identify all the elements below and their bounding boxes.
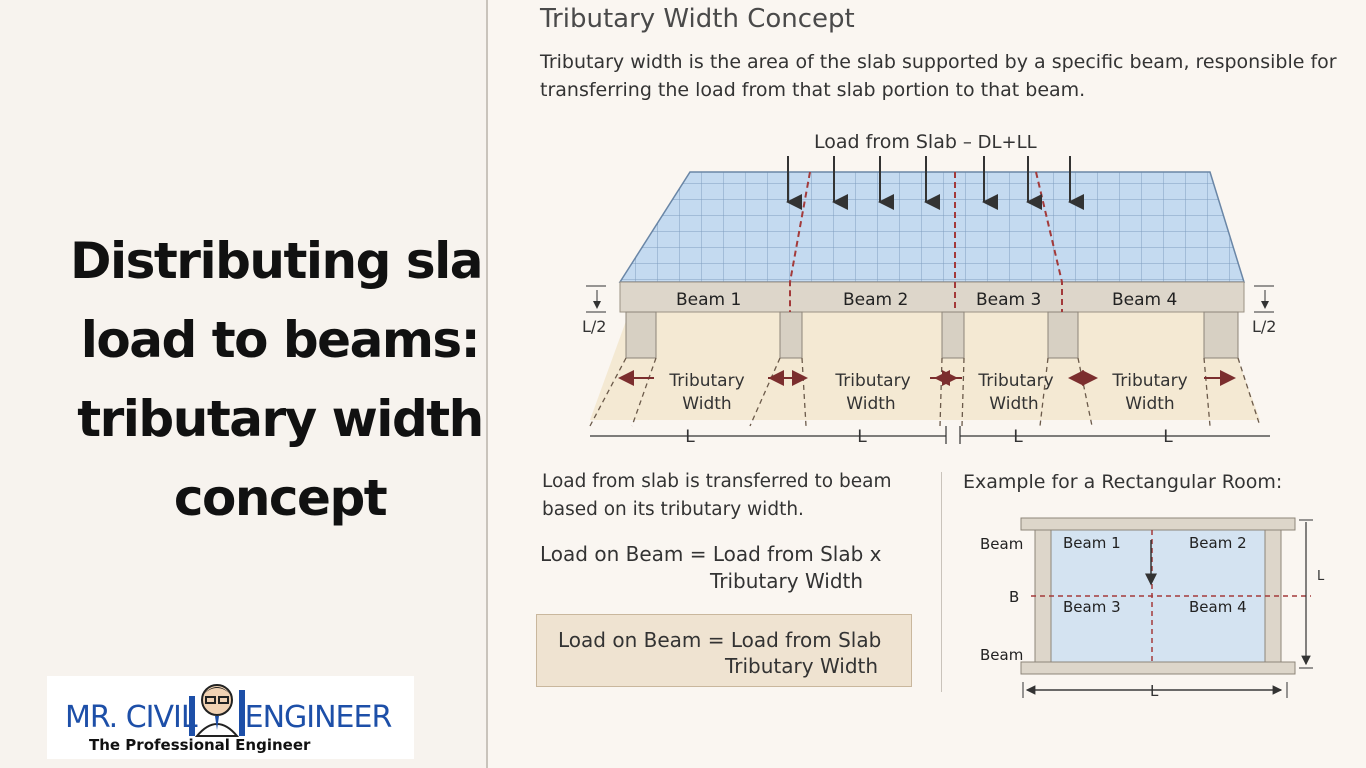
room-beam-label-bottom: Beam — [980, 646, 1023, 664]
room-cell-2: Beam 2 — [1189, 534, 1247, 552]
headline: Distributing slab load to beams: tributa… — [70, 222, 518, 538]
formula-line-2: Tributary Width — [710, 569, 864, 593]
headline-line-4: concept — [173, 469, 388, 527]
engineer-avatar-icon — [189, 684, 245, 737]
left-panel: Distributing slab load to beams: tributa… — [0, 0, 518, 768]
beam-band — [619, 281, 1245, 313]
beam-label-3: Beam 3 — [976, 290, 1041, 310]
example-title: Example for a Rectangular Room: — [963, 471, 1283, 493]
half-span-label-left: L/2 — [582, 317, 606, 336]
tributary-label-4b: Width — [1125, 394, 1174, 414]
panel-divider — [486, 0, 488, 768]
half-span-marker-left: L/2 — [582, 285, 606, 336]
tributary-label-1: Tributary — [668, 371, 744, 391]
half-span-label-right: L/2 — [1252, 317, 1276, 336]
formula-box-line-1-bold: Load on Beam — [558, 628, 702, 652]
half-span-marker-right: L/2 — [1252, 285, 1276, 336]
tributary-label-1b: Width — [682, 394, 731, 414]
bottom-divider — [941, 472, 942, 692]
logo-subtitle: The Professional Engineer — [89, 736, 311, 754]
room-beam-top — [1020, 517, 1296, 531]
formula-box-line-1-rest: = Load from Slab — [701, 628, 882, 652]
load-arrows — [786, 156, 1084, 210]
room-cell-1: Beam 1 — [1063, 534, 1121, 552]
beam-label-4: Beam 4 — [1112, 290, 1177, 310]
span-dimension — [590, 426, 1270, 444]
tributary-label-2: Tributary — [834, 371, 910, 391]
logo-title-left: MR. CIVIL — [65, 700, 198, 735]
headline-line-3: tributary width — [77, 390, 484, 448]
headline-line-2: load to beams: — [80, 311, 481, 369]
room-dim-right-label: L — [1317, 569, 1325, 584]
note-text: Load from slab is transferred to beam ba… — [542, 471, 892, 520]
column-3 — [941, 311, 965, 359]
room-beam-bottom — [1020, 661, 1296, 675]
logo-title: MR. CIVIL ENGINEER — [65, 700, 393, 735]
rectangular-room-diagram: Beam B Beam Beam 1 Beam 2 Beam 3 Beam 4 … — [980, 517, 1325, 700]
tributary-zone-shading — [590, 310, 1260, 420]
section-title: Tributary Width Concept — [540, 4, 855, 34]
tributary-diagram: Load from Slab– DL+LL Beam 1 Beam 2 Beam… — [582, 131, 1276, 447]
room-beam-label-top: Beam — [980, 535, 1023, 553]
formula: Load on Beam = Load from Slab x Tributar… — [540, 541, 900, 595]
span-label-4: L — [1163, 427, 1173, 447]
room-floor — [1035, 530, 1281, 668]
formula-line-1: Load on Beam = Load from Slab x — [540, 542, 882, 566]
tributary-label-3: Tributary — [977, 371, 1053, 391]
span-label-3: L — [1013, 427, 1023, 447]
formula-box-line-2: Tributary Width — [725, 654, 879, 678]
formula-box-line-1: Load on Beam = Load from Slab — [558, 627, 881, 653]
tributary-label-3b: Width — [989, 394, 1038, 414]
beam-label-1: Beam 1 — [676, 290, 741, 310]
column-4 — [1047, 311, 1079, 359]
headline-line-1: Distributing slab — [70, 232, 518, 290]
tributary-boundary-3 — [1035, 171, 1063, 312]
room-dim-bottom-label: L — [1150, 682, 1159, 700]
logo-title-right: ENGINEER — [244, 700, 393, 735]
room-cell-4: Beam 4 — [1189, 598, 1247, 616]
column-5 — [1203, 311, 1239, 359]
formula-box: Load on Beam = Load from Slab Tributary … — [536, 614, 912, 687]
brand-logo: MR. CIVIL ENGINEER The Professional Engin… — [47, 676, 414, 759]
intro-text: Tributary width is the area of the slab … — [540, 51, 1337, 101]
span-label-1: L — [685, 427, 695, 447]
slab — [618, 171, 1246, 283]
beam-label-2: Beam 2 — [843, 290, 908, 310]
room-cell-3: Beam 3 — [1063, 598, 1121, 616]
room-b-label: B — [1009, 588, 1019, 606]
column-2 — [779, 311, 803, 359]
tributary-boundary-1 — [789, 171, 811, 312]
tributary-flare-lines — [589, 357, 1261, 427]
span-label-2: L — [857, 427, 867, 447]
tributary-label-4: Tributary — [1111, 371, 1187, 391]
load-label: Load from Slab– DL+LL — [814, 131, 1037, 153]
column-1 — [625, 311, 657, 359]
tributary-label-2b: Width — [846, 394, 895, 414]
